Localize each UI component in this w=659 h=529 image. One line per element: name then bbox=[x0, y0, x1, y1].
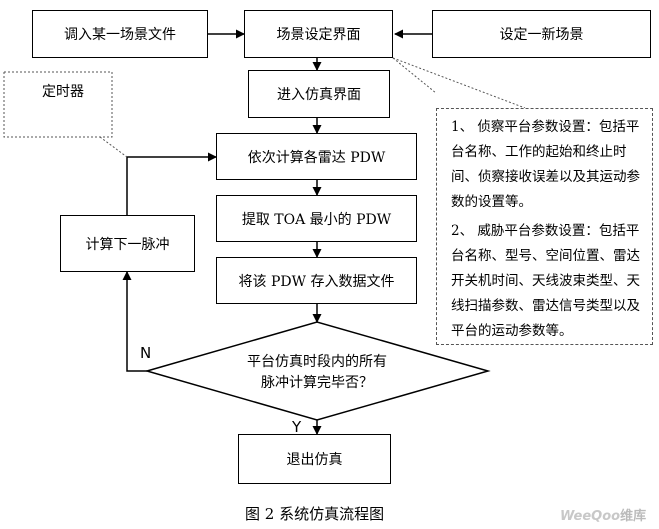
save-pdw-box: 将该 PDW 存入数据文件 bbox=[216, 257, 417, 304]
figure-caption: 图 2 系统仿真流程图 bbox=[245, 505, 385, 523]
watermark: WeeQoo维库 bbox=[560, 505, 646, 524]
exit-simulation-box: 退出仿真 bbox=[238, 434, 391, 484]
next-pulse-box: 计算下一脉冲 bbox=[60, 215, 195, 272]
parameter-note: 1、 侦察平台参数设置：包括平台名称、工作的起始和终止时间、侦察接收误差以及其运… bbox=[436, 108, 653, 345]
scene-setup-box: 场景设定界面 bbox=[244, 10, 393, 58]
save-pdw-label: 将该 PDW 存入数据文件 bbox=[238, 273, 395, 290]
extract-toa-box: 提取 TOA 最小的 PDW bbox=[216, 195, 417, 242]
note-callout-pointer-a bbox=[392, 57, 437, 94]
exit-simulation-label: 退出仿真 bbox=[286, 452, 343, 468]
enter-simulation-box: 进入仿真界面 bbox=[248, 70, 390, 118]
timer-callout bbox=[3, 71, 113, 138]
timer-label: 定时器 bbox=[42, 84, 84, 100]
new-scene-box: 设定一新场景 bbox=[432, 10, 651, 58]
watermark-cn: 维库 bbox=[620, 509, 647, 524]
load-scene-file-label: 调入某一场景文件 bbox=[64, 27, 176, 43]
enter-simulation-label: 进入仿真界面 bbox=[277, 87, 361, 103]
arrow-no-branch bbox=[122, 271, 147, 372]
calc-pdw-label: 依次计算各雷达 PDW bbox=[247, 149, 386, 166]
new-scene-label: 设定一新场景 bbox=[499, 27, 584, 43]
note-item-1: 1、 侦察平台参数设置：包括平台名称、工作的起始和终止时间、侦察接收误差以及其运… bbox=[451, 119, 640, 210]
next-pulse-label: 计算下一脉冲 bbox=[85, 236, 170, 253]
decision-line-1: 平台仿真时段内的所有 bbox=[247, 354, 387, 370]
calc-pdw-box: 依次计算各雷达 PDW bbox=[216, 133, 417, 180]
note-item-2: 2、 威胁平台参数设置：包括平台名称、型号、空间位置、雷达开关机时间、天线波束类… bbox=[451, 223, 640, 339]
yes-label: Y bbox=[292, 418, 302, 436]
load-scene-file-box: 调入某一场景文件 bbox=[32, 10, 208, 58]
arrow-next-to-calc bbox=[126, 152, 217, 215]
timer-callout-pointer bbox=[99, 136, 128, 158]
note-callout-pointer-b bbox=[392, 57, 526, 109]
scene-setup-label: 场景设定界面 bbox=[276, 27, 361, 43]
watermark-latin: WeeQoo bbox=[560, 509, 621, 524]
decision-diamond bbox=[144, 321, 491, 421]
decision-line-2: 脉冲计算完毕否？ bbox=[261, 375, 373, 391]
extract-toa-label: 提取 TOA 最小的 PDW bbox=[241, 211, 392, 228]
no-label: N bbox=[140, 344, 152, 362]
decision-text: 平台仿真时段内的所有 脉冲计算完毕否？ bbox=[217, 352, 417, 394]
